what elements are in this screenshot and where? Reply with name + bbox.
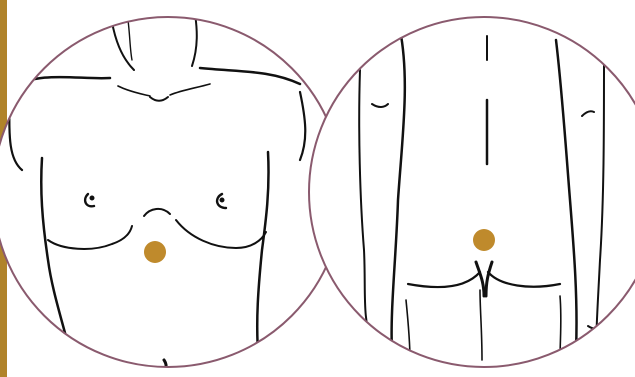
- front-view-circle: [0, 17, 343, 367]
- front-view-panel: [0, 8, 343, 374]
- back-view-panel: [309, 17, 635, 367]
- front-point-marker: [144, 241, 166, 263]
- back-point-marker: [473, 229, 495, 251]
